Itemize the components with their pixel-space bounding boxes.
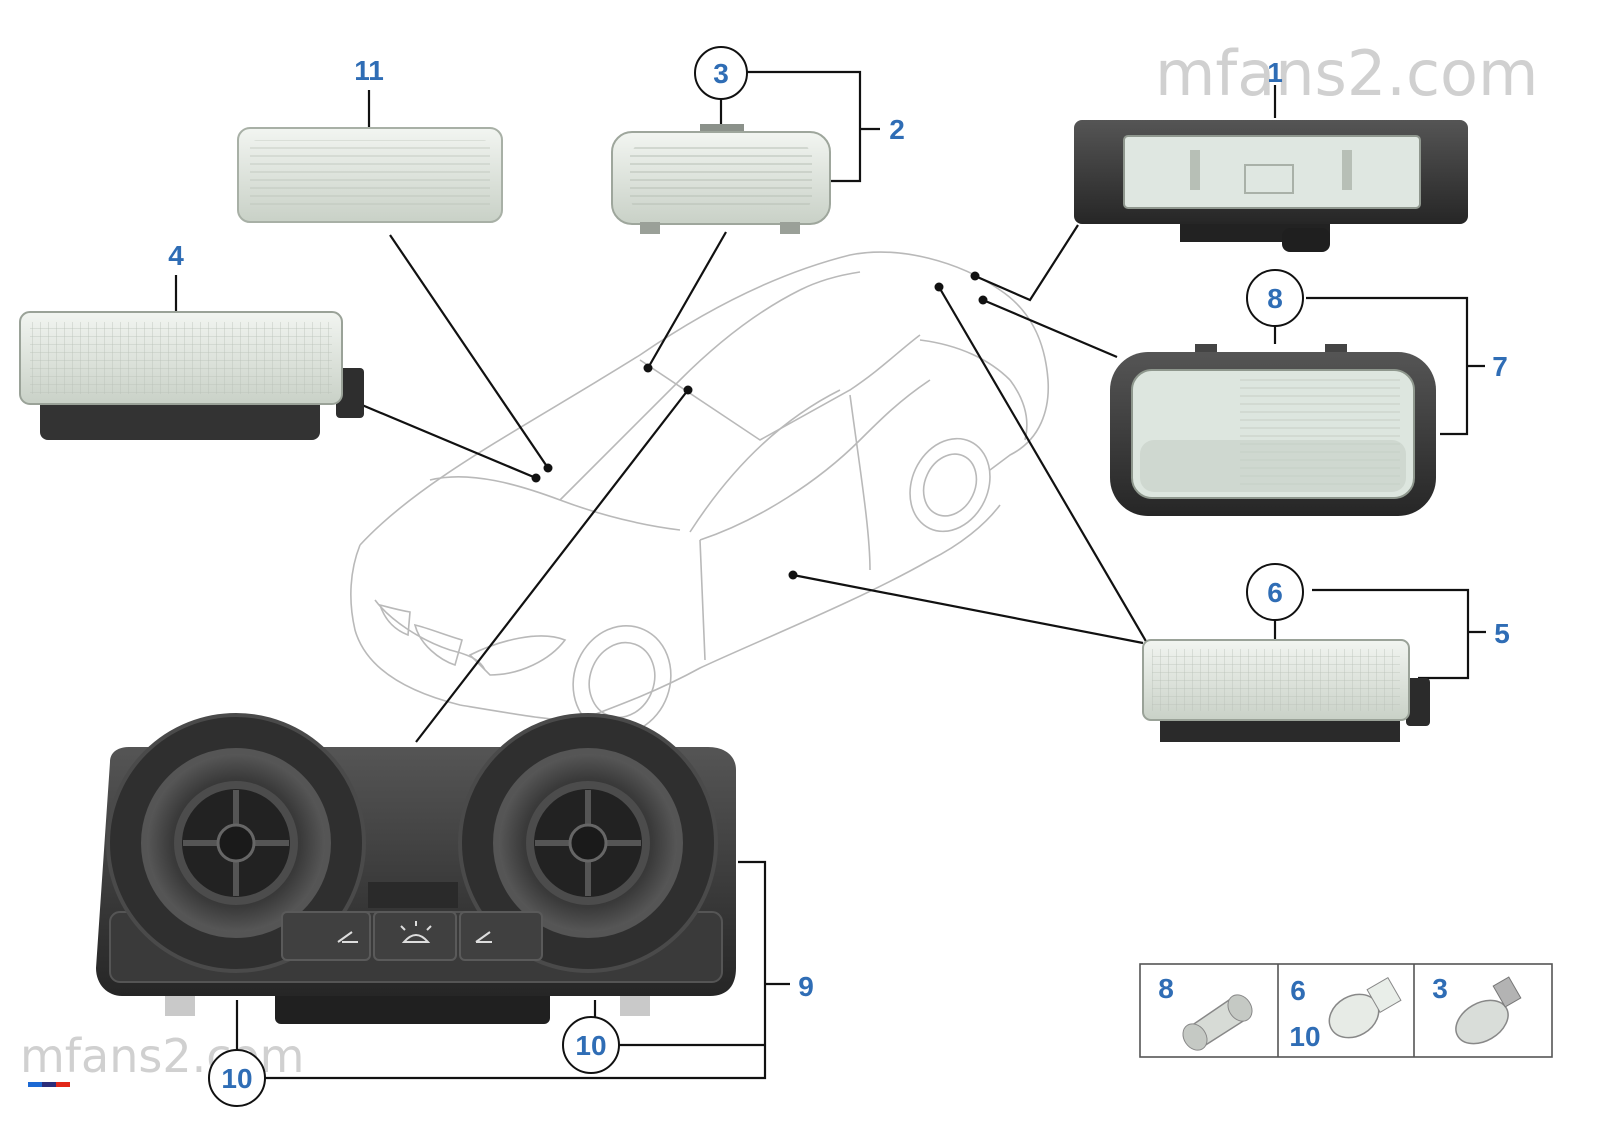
callout-5: 5 <box>1494 618 1510 649</box>
part-4-lamp <box>19 311 364 440</box>
m-stripe-red <box>56 1082 70 1087</box>
callout-3: 3 <box>713 58 729 89</box>
part-1-lamp <box>1074 120 1468 252</box>
car-outline <box>350 251 1050 736</box>
part-2-lamp <box>611 124 831 234</box>
leader-dots <box>531 271 988 580</box>
part-5-lamp <box>1142 639 1430 742</box>
leader-lines <box>174 70 1486 1080</box>
callout-9: 9 <box>798 971 814 1002</box>
part-11-lamp <box>237 127 503 223</box>
capsule-bulb-icon <box>1455 976 1522 1045</box>
watermark-top-right: mfans2.com <box>1155 37 1538 110</box>
callout-1: 1 <box>1267 57 1283 88</box>
reading-light-left-icon <box>337 931 358 943</box>
callout-8: 8 <box>1267 283 1283 314</box>
festoon-bulb-icon <box>1182 994 1253 1051</box>
callout-7: 7 <box>1492 351 1508 382</box>
bulb-label-6: 6 <box>1290 975 1306 1006</box>
bulb-label-3: 3 <box>1432 973 1448 1004</box>
part-7-lamp <box>1110 344 1436 516</box>
m-stripe-blue <box>28 1082 42 1087</box>
callout-10-right: 10 <box>575 1030 606 1061</box>
callout-10b-circle <box>562 1016 620 1074</box>
callout-2: 2 <box>889 114 905 145</box>
callout-8-circle <box>1246 269 1304 327</box>
callout-10-left: 10 <box>221 1063 252 1094</box>
callout-6: 6 <box>1267 577 1283 608</box>
reading-light-right-icon <box>475 931 492 943</box>
callout-4: 4 <box>168 240 184 271</box>
interior-light-icon <box>400 921 432 943</box>
bulb-legend-box <box>1139 963 1553 1058</box>
callout-3-circle <box>694 46 748 100</box>
callout-10a-circle <box>208 1049 266 1107</box>
callout-11: 11 <box>354 55 384 86</box>
bulb-label-10: 10 <box>1289 1021 1320 1052</box>
bulb-label-8: 8 <box>1158 973 1174 1004</box>
part-9-vent-panel <box>96 713 736 1024</box>
wedge-bulb-icon <box>1328 977 1402 1039</box>
callout-6-circle <box>1246 563 1304 621</box>
m-stripe-navy <box>42 1082 56 1087</box>
